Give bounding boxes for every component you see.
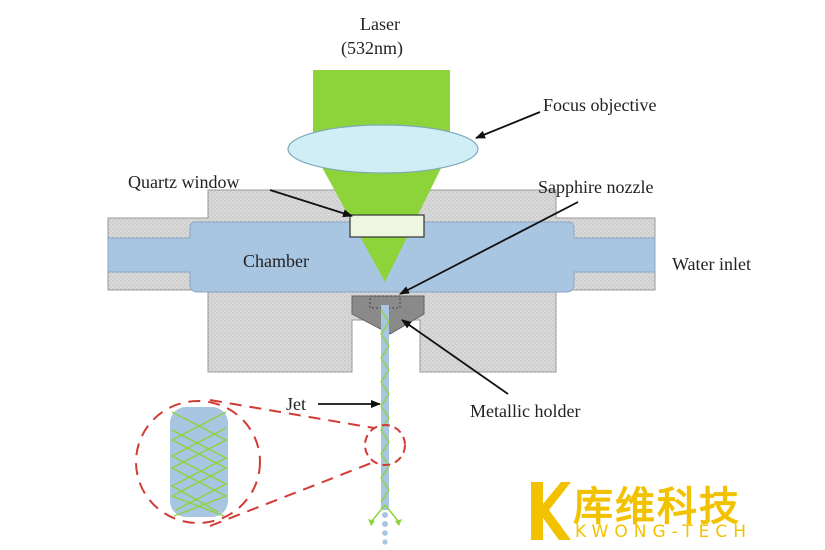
label-sapphire-nozzle: Sapphire nozzle (538, 177, 654, 197)
label-laser: Laser (360, 14, 400, 34)
quartz-window (349, 214, 425, 238)
logo-name-chinese: 库维科技 (573, 484, 741, 530)
callout-arrows (269, 111, 579, 408)
focus-objective-lens (287, 124, 479, 174)
label-jet: Jet (286, 394, 306, 414)
label-metallic-holder: Metallic holder (470, 401, 581, 421)
label-quartz-window: Quartz window (128, 172, 240, 192)
kwong-tech-logo: 库维科技 KWONG-TECH (527, 478, 767, 548)
water-jet (368, 305, 402, 545)
label-chamber: Chamber (243, 251, 309, 271)
logo-name-english: KWONG-TECH (575, 522, 752, 542)
label-water-inlet: Water inlet (672, 254, 752, 274)
logo-mark-icon (531, 482, 571, 540)
label-laser-wavelength: (532nm) (341, 38, 403, 58)
label-focus-objective: Focus objective (543, 95, 657, 115)
jet-zoom-inset (135, 399, 406, 527)
